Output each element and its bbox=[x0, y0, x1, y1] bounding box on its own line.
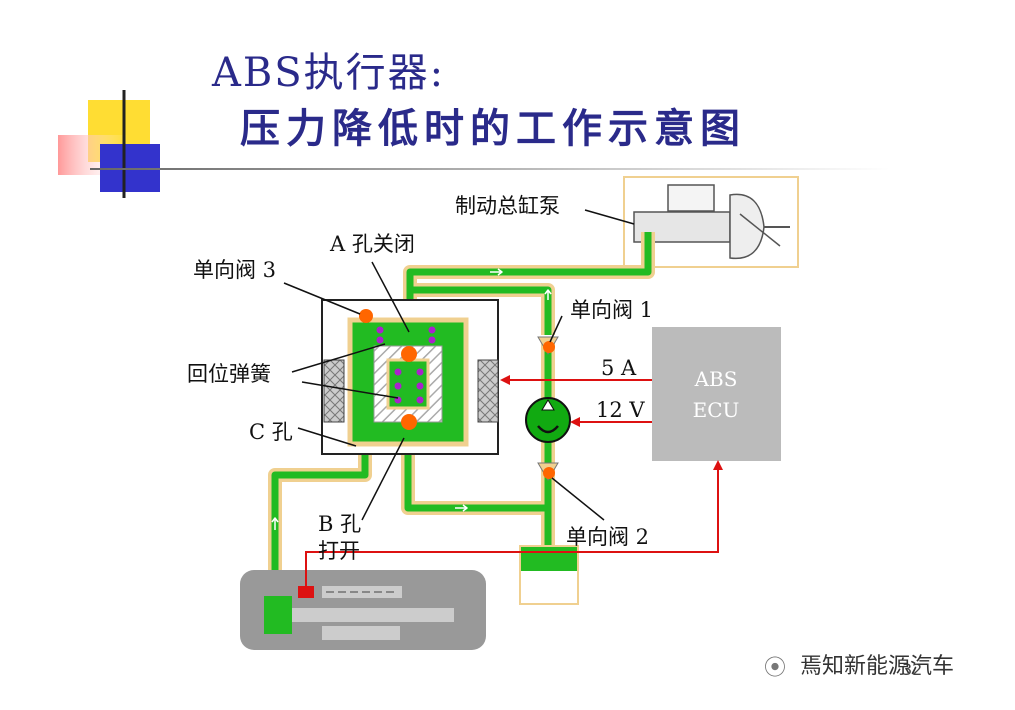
wheel-speed-sensor bbox=[298, 586, 314, 598]
signal-lines bbox=[305, 379, 719, 591]
wechat-icon: ⦿ bbox=[764, 656, 787, 681]
abs-ecu-box bbox=[652, 327, 781, 461]
reservoir-tank bbox=[519, 545, 579, 605]
label-hole-c: C 孔 bbox=[249, 420, 293, 444]
signal-arrowheads bbox=[500, 375, 723, 470]
leader-lines bbox=[283, 209, 635, 521]
signal-sensor-line bbox=[305, 466, 719, 591]
title-decoration bbox=[58, 90, 890, 198]
flow-arrow bbox=[271, 517, 279, 530]
label-check-valve-2: 单向阀 2 bbox=[566, 525, 650, 549]
wheel-brake-slot-3 bbox=[322, 626, 400, 640]
leader-check-valve-2 bbox=[551, 477, 605, 521]
leader-check-valve-3 bbox=[283, 282, 361, 315]
page-number: 32 bbox=[902, 660, 923, 679]
label-master-cylinder: 制动总缸泵 bbox=[455, 194, 560, 218]
coil-left bbox=[323, 359, 345, 423]
label-check-valve-1: 单向阀 1 bbox=[570, 298, 654, 322]
leader-hole-b bbox=[361, 437, 405, 521]
ball-b bbox=[401, 414, 417, 430]
pump-arrow bbox=[541, 399, 555, 411]
pump-impeller bbox=[537, 425, 559, 434]
label-current-5a: 5 A bbox=[601, 356, 637, 380]
ball-a bbox=[401, 346, 417, 362]
brake-booster bbox=[729, 193, 765, 260]
solenoid-valve bbox=[321, 299, 499, 455]
leader-spring-a bbox=[291, 343, 386, 373]
page-title-line-1: ABS执行器: bbox=[212, 50, 446, 96]
check-valve-1-ball bbox=[543, 341, 555, 353]
flow-arrow bbox=[490, 268, 503, 276]
leader-hole-a bbox=[371, 261, 410, 333]
leader-master-cylinder bbox=[584, 209, 635, 225]
leader-spring-b bbox=[301, 381, 399, 399]
label-open: 打开 bbox=[318, 539, 360, 563]
wheel-brake bbox=[240, 570, 486, 650]
return-spring-coils bbox=[376, 326, 436, 404]
check-valve-3-ball bbox=[359, 309, 373, 323]
pump-motor bbox=[525, 397, 571, 443]
label-return-spring: 回位弹簧 bbox=[187, 362, 271, 386]
label-hole-b: B 孔 bbox=[318, 512, 362, 536]
flow-arrow bbox=[544, 289, 552, 300]
title-underline bbox=[90, 168, 890, 170]
pipe-master-to-valve bbox=[406, 232, 652, 300]
wheel-cylinder-fluid bbox=[264, 596, 292, 634]
label-check-valve-3: 单向阀 3 bbox=[193, 258, 277, 282]
pump-assembly bbox=[525, 336, 571, 481]
leader-check-valve-1 bbox=[549, 315, 563, 343]
label-hole-a-closed: A 孔关闭 bbox=[330, 232, 415, 256]
flow-arrow bbox=[455, 504, 468, 512]
ecu-label-line-2: ECU bbox=[692, 398, 740, 422]
page-title-line-2: 压力降低时的工作示意图 bbox=[240, 105, 746, 152]
pipe-b-hole bbox=[404, 445, 548, 512]
watermark-text: 焉知新能源汽车 bbox=[800, 654, 955, 679]
pipe-c-hole bbox=[271, 440, 369, 610]
pedal-linkage bbox=[739, 213, 781, 247]
wheel-brake-slot-2 bbox=[278, 608, 454, 622]
ecu-label-line-1: ABS bbox=[694, 367, 738, 391]
coil-right bbox=[477, 359, 499, 423]
leader-hole-c bbox=[297, 427, 357, 447]
reservoir bbox=[667, 184, 715, 212]
label-voltage-12v: 12 V bbox=[596, 398, 645, 422]
check-valve-2-ball bbox=[543, 467, 555, 479]
